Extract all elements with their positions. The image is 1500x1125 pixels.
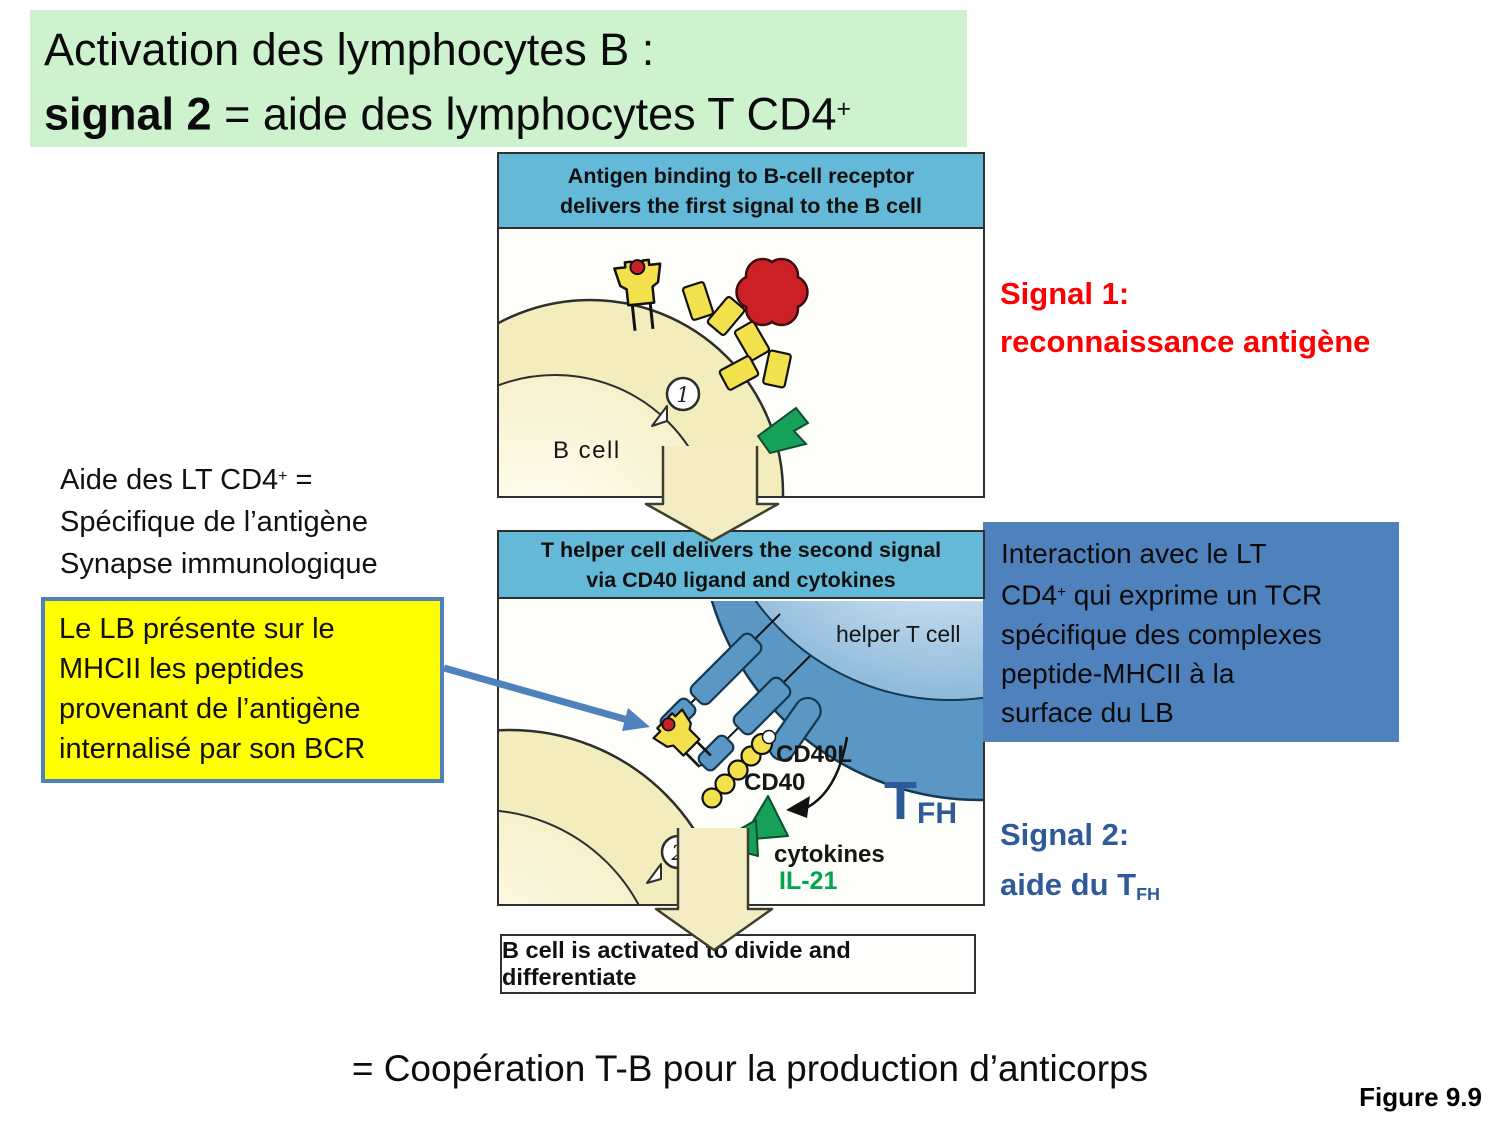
banner1-line-1: Antigen binding to B-cell receptor <box>567 163 915 188</box>
title-line-2-rest: = aide des lymphocytes T CD4 <box>211 88 837 140</box>
left-note-line-2: Spécifique de l’antigène <box>60 505 368 538</box>
il21-label: IL-21 <box>779 867 838 895</box>
signal1-note: Signal 1: reconnaissance antigène <box>1000 270 1460 366</box>
banner-first-signal: Antigen binding to B-cell receptor deliv… <box>497 152 985 229</box>
title-line-1: Activation des lymphocytes B : <box>44 24 655 75</box>
signal2-line-2: aide du TFH <box>1000 867 1161 905</box>
blue-box-line-4: peptide-MHCII à la <box>1001 657 1235 689</box>
tfh-label-sub: FH <box>917 797 957 831</box>
signal1-line-2: reconnaissance antigène <box>1000 324 1371 359</box>
blue-box-line-1: Interaction avec le LT <box>1001 538 1267 569</box>
signal2-note: Signal 2: aide du TFH <box>1000 810 1400 919</box>
figure-reference: Figure 9.9 <box>1359 1082 1482 1112</box>
cd40l-label: CD40L <box>776 741 853 768</box>
left-note-line-1: Aide des LT CD4+ = <box>60 463 313 496</box>
result-box: B cell is activated to divide and differ… <box>500 934 976 994</box>
blue-callout-box: Interaction avec le LT CD4+ qui exprime … <box>983 522 1399 742</box>
blue-box-line-5: surface du LB <box>1001 696 1174 728</box>
signal2-tfh-sub: FH <box>1136 884 1161 905</box>
title-signal2-bold: signal 2 <box>44 88 212 140</box>
yellow-box-line-3: provenant de l’antigène <box>59 693 361 725</box>
left-note-line-3: Synapse immunologique <box>60 547 378 580</box>
title-line-2: signal 2 = aide des lymphocytes T CD4+ <box>44 80 953 144</box>
blue-box-line-3: spécifique des complexes <box>1001 618 1322 650</box>
left-note-cd4-plus-sup: + <box>278 468 288 485</box>
banner-second-signal: T helper cell delivers the second signal… <box>497 530 985 599</box>
tfh-label: TFH <box>884 771 957 831</box>
result-box-label: B cell is activated to divide and differ… <box>502 937 851 990</box>
left-note: Aide des LT CD4+ = Spécifique de l’antig… <box>60 456 460 585</box>
yellow-box-line-4: internalisé par son BCR <box>59 733 366 765</box>
banner2-line-1: T helper cell delivers the second signal <box>540 537 942 562</box>
blue-box-cd4-plus-sup: + <box>1057 584 1067 601</box>
conclusion-text: = Coopération T-B pour la production d’a… <box>351 1048 1149 1089</box>
banner1-line-2: delivers the first signal to the B cell <box>559 193 922 218</box>
blue-box-line-2: CD4+ qui exprime un TCR <box>1001 579 1323 611</box>
yellow-callout-box: Le LB présente sur le MHCII les peptides… <box>41 597 444 783</box>
banner2-line-2: via CD40 ligand and cytokines <box>586 567 896 592</box>
yellow-box-line-1: Le LB présente sur le <box>59 613 335 645</box>
cd40-label: CD40 <box>744 769 806 796</box>
cytokines-label: cytokines <box>774 841 885 868</box>
slide-title: Activation des lymphocytes B : signal 2 … <box>30 10 967 147</box>
signal1-line-1: Signal 1: <box>1000 276 1130 311</box>
yellow-box-line-2: MHCII les peptides <box>59 653 304 685</box>
b-cell-label: B cell <box>553 437 621 464</box>
title-cd4-plus-sup: + <box>836 96 851 123</box>
signal2-line-1: Signal 2: <box>1000 817 1130 852</box>
helper-t-cell-label: helper T cell <box>836 621 961 647</box>
